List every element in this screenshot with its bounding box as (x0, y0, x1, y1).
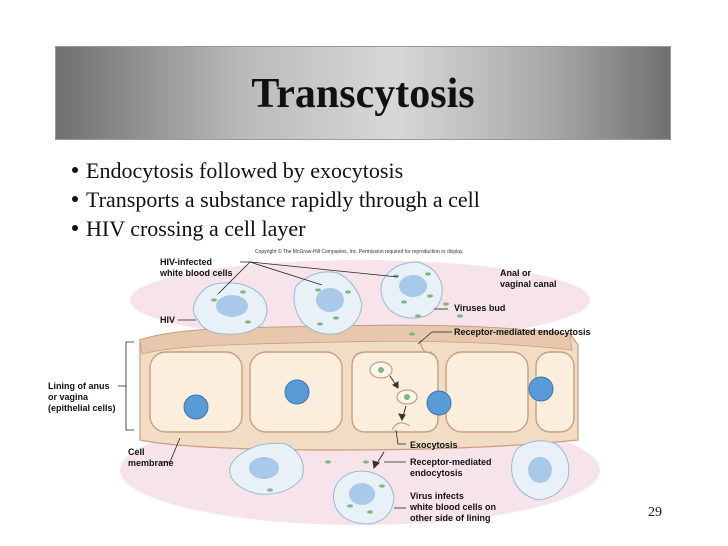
label-line: vaginal canal (500, 279, 557, 289)
label-virus-infects: Virus infects white blood cells on other… (410, 491, 496, 524)
vesicles (369, 339, 433, 431)
label-line: membrane (128, 458, 174, 468)
leader-lines (118, 261, 452, 509)
wbc-nucleus (528, 457, 552, 483)
label-line: or vagina (48, 392, 89, 402)
bullet-icon (72, 167, 78, 173)
nuclei (183, 376, 554, 420)
copyright-notice: Copyright © The McGraw-Hill Companies, I… (255, 249, 464, 255)
hiv-particle (443, 302, 449, 306)
bullet-text: Endocytosis followed by exocytosis (86, 158, 404, 183)
epithelial-cell (149, 351, 243, 433)
bullet-item: HIV crossing a cell layer (72, 214, 480, 243)
hiv-particle (379, 484, 385, 488)
wbc-nucleus (249, 457, 279, 479)
leader-line (160, 437, 181, 463)
label-line: (epithelial cells) (48, 403, 116, 413)
nucleus (426, 390, 452, 416)
hiv-particle (240, 290, 246, 294)
epithelial-cells (149, 351, 575, 433)
bullet-icon (72, 225, 78, 231)
hiv-particle (367, 510, 373, 514)
label-line: Cell (128, 447, 145, 457)
page-number: 29 (648, 505, 662, 520)
label-exocytosis: Exocytosis (410, 440, 458, 450)
label-viruses-bud: Viruses bud (454, 303, 506, 313)
hiv-particle (409, 332, 415, 336)
virus-particle (404, 394, 410, 400)
bullet-item: Transports a substance rapidly through a… (72, 185, 480, 214)
nucleus (183, 394, 209, 420)
hiv-particle (457, 314, 463, 318)
hiv-particle (315, 288, 321, 292)
label-line: white blood cells (160, 268, 233, 278)
label-line: HIV-infected (160, 257, 213, 267)
hiv-particle (245, 320, 251, 324)
label-hiv: HIV (160, 315, 176, 325)
label-line: Virus infects (410, 491, 464, 501)
hiv-particle (363, 460, 369, 464)
bracket (125, 386, 134, 431)
wbc-nucleus (349, 483, 375, 505)
label-line: other side of lining (410, 513, 491, 523)
hiv-particle (401, 300, 407, 304)
label-hiv-infected: HIV-infected white blood cells (160, 257, 233, 279)
wbc-nucleus (216, 295, 248, 317)
label-rme-bottom: Receptor-mediated endocytosis (410, 457, 492, 479)
label-line: Lining of anus (48, 381, 110, 391)
leader-line (417, 331, 452, 345)
nucleus (284, 379, 310, 405)
label-line: Anal or (500, 268, 532, 278)
hiv-particle (267, 488, 273, 492)
arrow-head (372, 460, 380, 470)
label-lining: Lining of anus or vagina (epithelial cel… (48, 381, 116, 414)
transcytosis-cell (351, 351, 439, 433)
arrow-head (398, 413, 406, 422)
bullet-text: HIV crossing a cell layer (86, 216, 306, 241)
arrow-head (392, 381, 399, 389)
leader-line (249, 261, 399, 278)
hiv-particle (325, 460, 331, 464)
wbc-nucleus (399, 275, 427, 297)
lower-white-blood-cells (229, 440, 570, 525)
title-bar: Transcytosis (55, 46, 671, 140)
wbc-nucleus (316, 288, 344, 312)
hiv-particles (211, 272, 463, 514)
bullet-icon (72, 196, 78, 202)
hiv-particle (415, 314, 421, 318)
hiv-particle (427, 294, 433, 298)
label-cell-membrane: Cell membrane (128, 447, 174, 469)
bullet-text: Transports a substance rapidly through a… (86, 187, 480, 212)
hiv-particle (425, 272, 431, 276)
hiv-particle (347, 504, 353, 508)
bracket (118, 341, 134, 387)
virus-particle (378, 367, 384, 373)
nucleus (528, 376, 554, 402)
slide-title: Transcytosis (251, 71, 475, 117)
leader-line (395, 429, 406, 445)
leader-line (249, 261, 323, 286)
label-anal-canal: Anal or vaginal canal (500, 268, 557, 290)
transport-arrows (372, 375, 407, 470)
hiv-particle (345, 290, 351, 294)
label-line: white blood cells on (410, 502, 497, 512)
bullet-item: Endocytosis followed by exocytosis (72, 156, 480, 185)
label-rme-top: Receptor-mediated endocytosis (454, 327, 591, 337)
bullet-list: Endocytosis followed by exocytosis Trans… (72, 156, 480, 243)
label-line: endocytosis (410, 468, 463, 478)
hiv-particle (333, 316, 339, 320)
hiv-particle (211, 298, 217, 302)
epithelial-cell (445, 351, 529, 433)
label-line: Receptor-mediated (410, 457, 492, 467)
hiv-particle (317, 322, 323, 326)
